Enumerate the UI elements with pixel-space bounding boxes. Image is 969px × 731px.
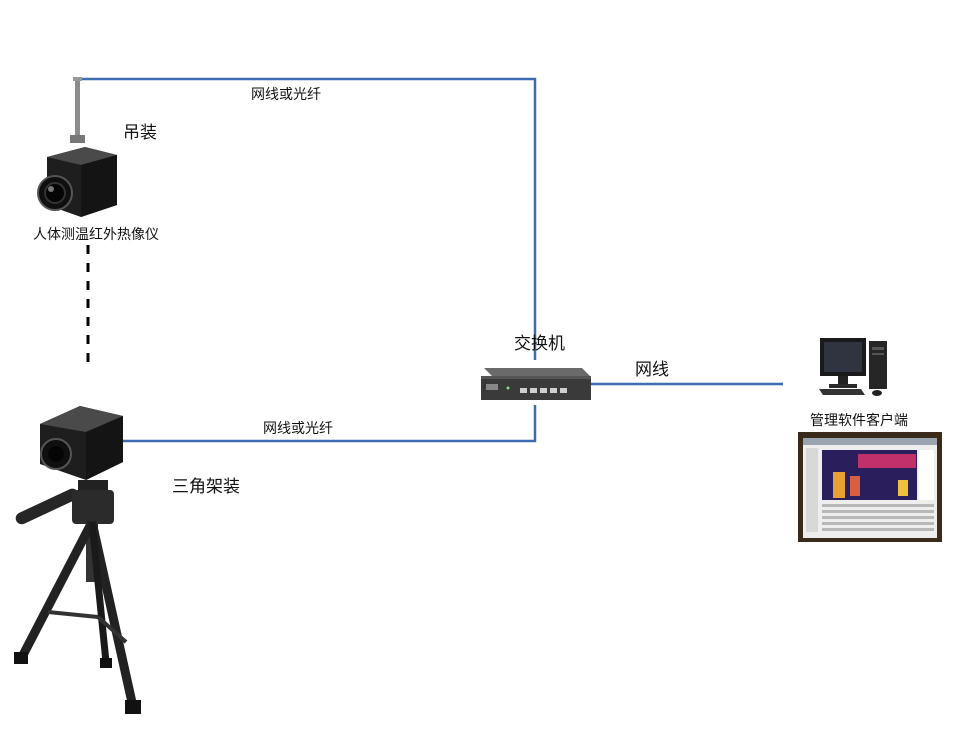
desktop-computer-icon [819, 338, 887, 396]
ceiling-mount-label: 吊装 [123, 123, 157, 143]
client-software-screenshot [798, 432, 942, 542]
bottom-link-label: 网线或光纤 [263, 421, 333, 437]
top-cable [78, 77, 537, 360]
client-label: 管理软件客户端 [810, 413, 908, 429]
bottom-cable [120, 405, 537, 443]
pc-link-label: 网线 [635, 360, 669, 380]
tripod-mount-label: 三角架装 [172, 477, 240, 497]
switch-label: 交换机 [514, 334, 565, 354]
camera-name-label: 人体测温红外热像仪 [33, 227, 159, 243]
ceiling-camera-icon [37, 77, 117, 217]
tripod-camera-icon [14, 406, 141, 714]
network-switch-icon [481, 368, 591, 400]
top-link-label: 网线或光纤 [251, 87, 321, 103]
